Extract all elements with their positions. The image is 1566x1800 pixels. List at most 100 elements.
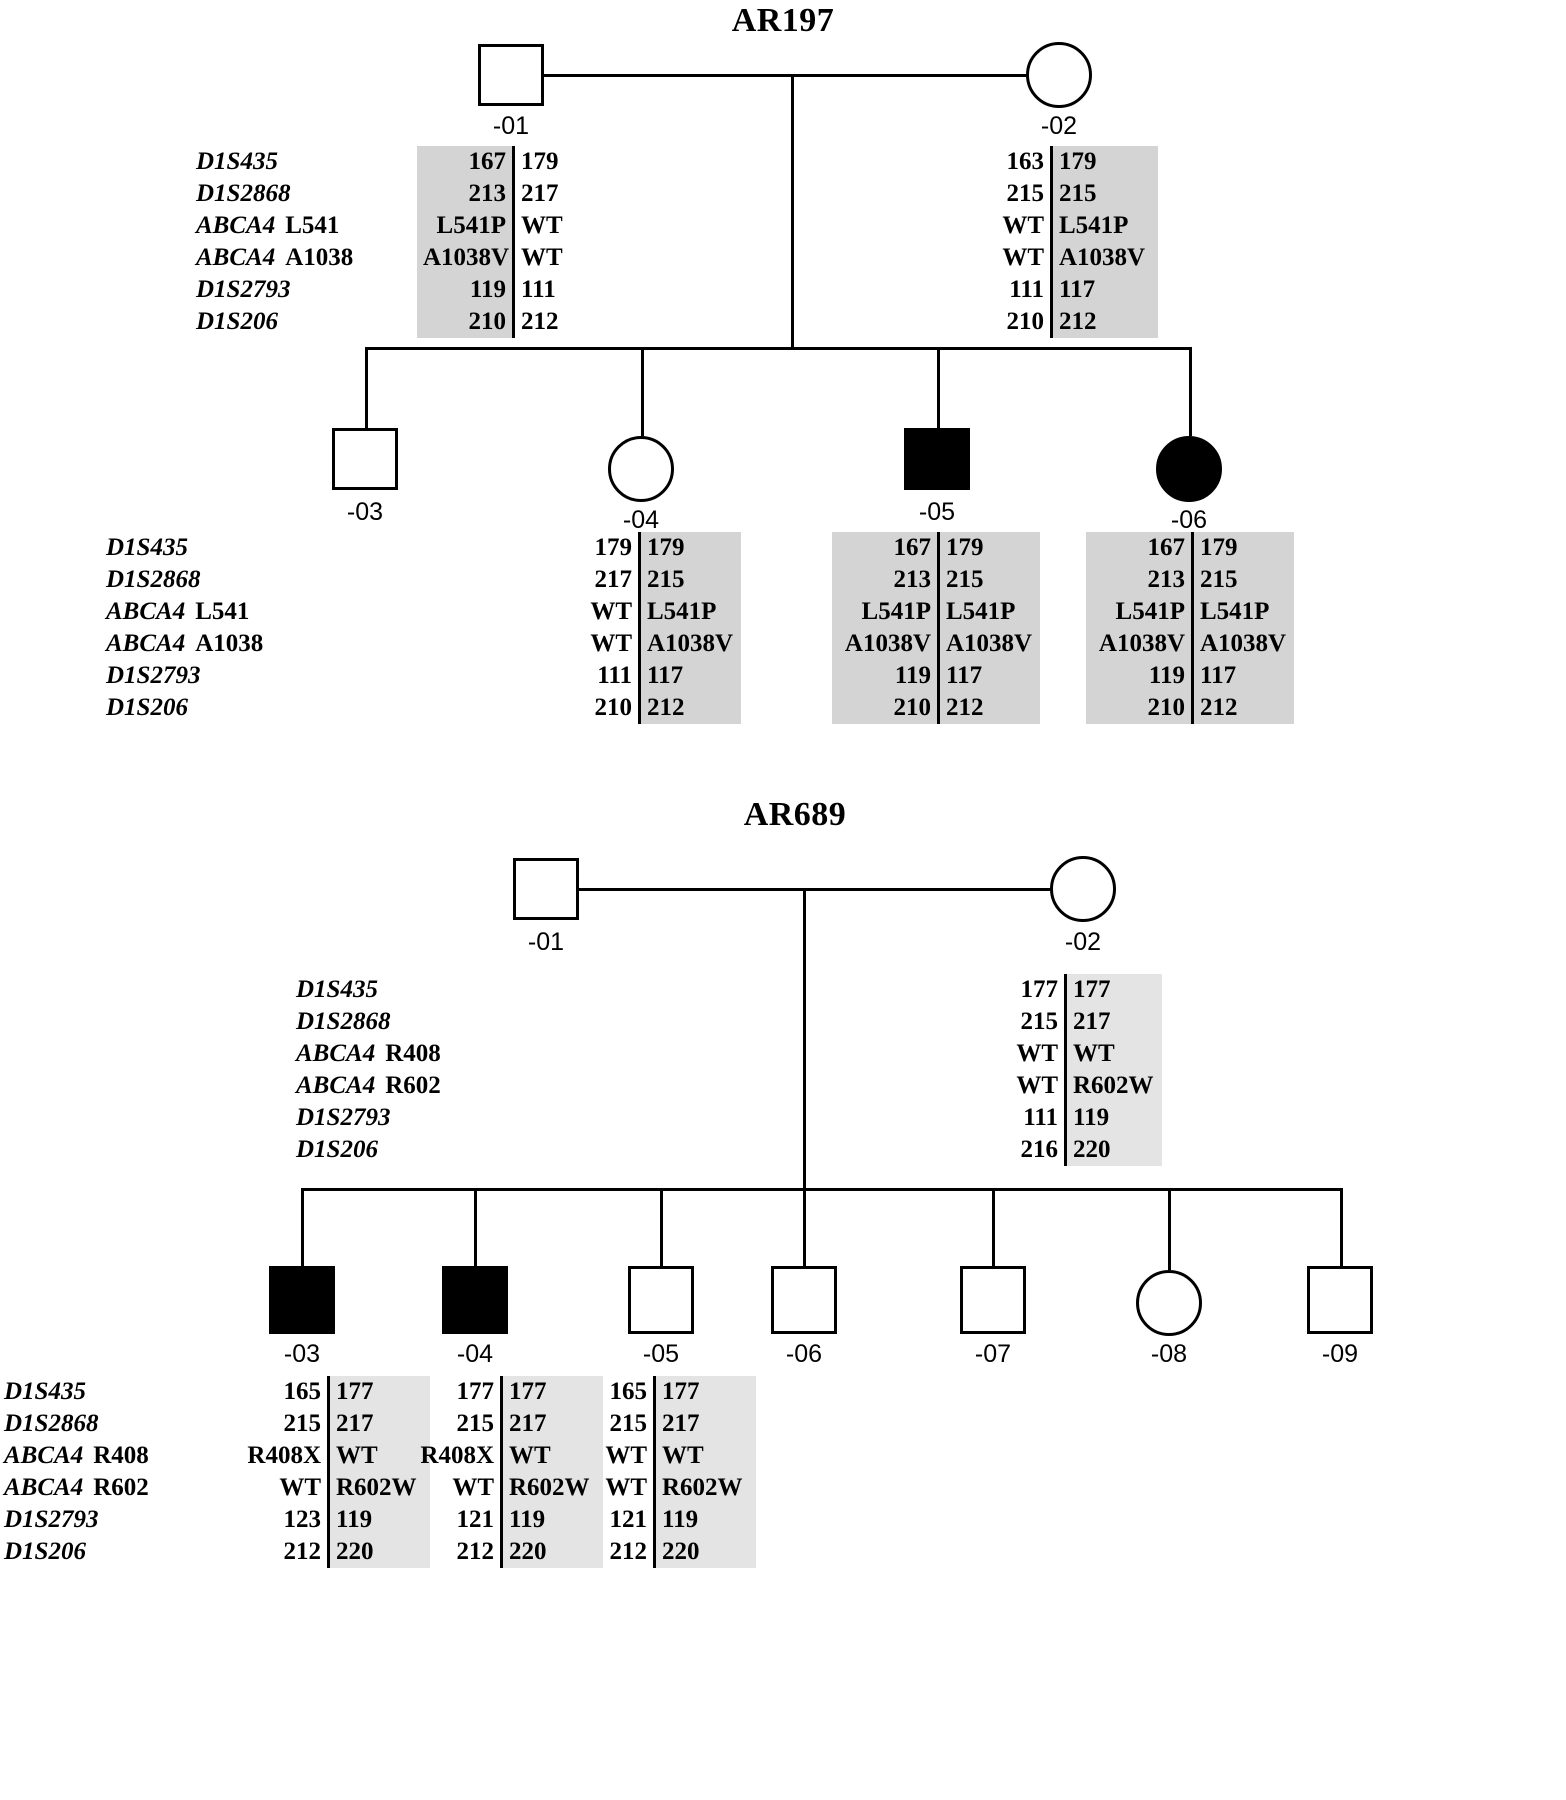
allele-cell: WT <box>1016 1072 1058 1099</box>
marker-name: ABCA4 <box>196 212 276 239</box>
allele-cell: A1038V <box>1098 630 1185 657</box>
sib-drop-ar197-03 <box>365 347 368 428</box>
id-label-ar689-01: -01 <box>527 928 565 956</box>
marker-row: D1S2868 <box>106 564 263 596</box>
individual-ar197-03[interactable] <box>332 428 398 490</box>
marker-row: D1S2793 <box>196 274 353 306</box>
allele-cell: 121 <box>456 1506 495 1533</box>
haplotype-divider <box>327 1376 330 1568</box>
haplotype-ar197-02: 163 215 WT WT 111 210 179 215 L541P A103… <box>990 146 1158 338</box>
marker-row: D1S2868 <box>4 1408 149 1440</box>
id-label-ar689-06: -06 <box>785 1340 823 1368</box>
individual-ar197-05[interactable] <box>904 428 970 490</box>
allele-cell: 213 <box>1147 566 1186 593</box>
individual-ar689-03[interactable] <box>269 1266 335 1334</box>
marker-name: D1S206 <box>4 1538 86 1565</box>
individual-ar197-04[interactable] <box>608 436 674 502</box>
allele-cell: 119 <box>509 1506 546 1533</box>
allele-cell: 212 <box>283 1538 322 1565</box>
allele-cell: 177 <box>509 1378 547 1405</box>
allele-cell: WT <box>605 1474 647 1501</box>
marker-row: ABCA4 L541 <box>196 210 353 242</box>
individual-ar197-01[interactable] <box>478 44 544 106</box>
haplotype-allele-column-left: 165 215 R408X WT 123 212 <box>222 1376 327 1568</box>
individual-ar197-02[interactable] <box>1026 42 1092 108</box>
marker-sub <box>200 566 210 593</box>
individual-ar689-08[interactable] <box>1136 1270 1202 1336</box>
haplotype-divider <box>1050 146 1053 338</box>
id-label-ar197-04: -04 <box>622 506 660 534</box>
allele-cell: 212 <box>647 694 685 721</box>
mating-line-ar197 <box>543 74 1027 77</box>
marker-name: D1S435 <box>296 976 378 1003</box>
marker-name: D1S435 <box>106 534 188 561</box>
individual-ar689-07[interactable] <box>960 1266 1026 1334</box>
marker-sub <box>290 180 300 207</box>
descent-line-ar197 <box>791 74 794 349</box>
allele-cell: WT <box>521 212 563 239</box>
pedigree-title-ar197: AR197 <box>731 2 835 39</box>
allele-cell: 215 <box>1059 180 1097 207</box>
allele-cell: 111 <box>1009 276 1044 303</box>
id-label-ar197-02: -02 <box>1040 112 1078 140</box>
allele-cell: 212 <box>946 694 984 721</box>
id-label-ar689-03: -03 <box>283 1340 321 1368</box>
allele-cell: 215 <box>1006 180 1045 207</box>
sib-drop-ar197-06 <box>1189 347 1192 436</box>
allele-cell: WT <box>1016 1040 1058 1067</box>
id-label-ar689-09: -09 <box>1321 1340 1359 1368</box>
haplotype-ar197-06: 167 213 L541P A1038V 119 210 179 215 L54… <box>1086 532 1294 724</box>
allele-cell: 179 <box>1059 148 1097 175</box>
mating-line-ar689 <box>578 888 1051 891</box>
allele-cell: 177 <box>1020 976 1059 1003</box>
allele-cell: 179 <box>594 534 633 561</box>
haplotype-allele-column-right: 179 215 L541P A1038V 117 212 <box>641 532 741 724</box>
marker-sub: R408 <box>93 1442 149 1469</box>
marker-sub: L541 <box>285 212 340 239</box>
individual-ar689-04[interactable] <box>442 1266 508 1334</box>
individual-ar689-01[interactable] <box>513 858 579 920</box>
allele-cell: WT <box>509 1442 551 1469</box>
allele-cell: L541P <box>861 598 931 625</box>
marker-row: D1S435 <box>4 1376 149 1408</box>
individual-ar197-06[interactable] <box>1156 436 1222 502</box>
individual-ar689-06[interactable] <box>771 1266 837 1334</box>
haplotype-allele-column-left: 167 213 L541P A1038V 119 210 <box>417 146 512 338</box>
allele-cell: 177 <box>1073 976 1111 1003</box>
allele-cell: 119 <box>336 1506 373 1533</box>
allele-cell: 210 <box>893 694 932 721</box>
haplotype-divider <box>1191 532 1194 724</box>
id-label-ar689-02: -02 <box>1064 928 1102 956</box>
allele-cell: 215 <box>647 566 685 593</box>
allele-cell: A1038V <box>423 244 510 271</box>
allele-cell: WT <box>1002 212 1044 239</box>
allele-cell: WT <box>452 1474 494 1501</box>
allele-cell: 210 <box>594 694 633 721</box>
allele-cell: 213 <box>893 566 932 593</box>
sib-drop-ar197-05 <box>937 347 940 428</box>
allele-cell: 217 <box>662 1410 700 1437</box>
allele-cell: L541P <box>436 212 506 239</box>
marker-name: D1S206 <box>106 694 188 721</box>
individual-ar689-09[interactable] <box>1307 1266 1373 1334</box>
sib-drop-ar689-05 <box>660 1188 663 1266</box>
allele-cell: 117 <box>946 662 983 689</box>
allele-cell: 119 <box>662 1506 699 1533</box>
allele-cell: 217 <box>509 1410 547 1437</box>
allele-cell: WT <box>590 630 632 657</box>
sib-drop-ar689-07 <box>992 1188 995 1266</box>
id-label-ar197-05: -05 <box>918 498 956 526</box>
haplotype-divider <box>500 1376 503 1568</box>
descent-line-ar689 <box>803 888 806 1190</box>
allele-cell: 210 <box>468 308 507 335</box>
marker-name: D1S206 <box>296 1136 378 1163</box>
individual-ar689-02[interactable] <box>1050 856 1116 922</box>
allele-cell: 119 <box>1073 1104 1110 1131</box>
individual-ar689-05[interactable] <box>628 1266 694 1334</box>
marker-sub <box>390 1104 400 1131</box>
haplotype-ar689-02: 177 215 WT WT 111 216 177 217 WT R602W 1… <box>1004 974 1162 1166</box>
marker-row: D1S206 <box>196 306 353 338</box>
